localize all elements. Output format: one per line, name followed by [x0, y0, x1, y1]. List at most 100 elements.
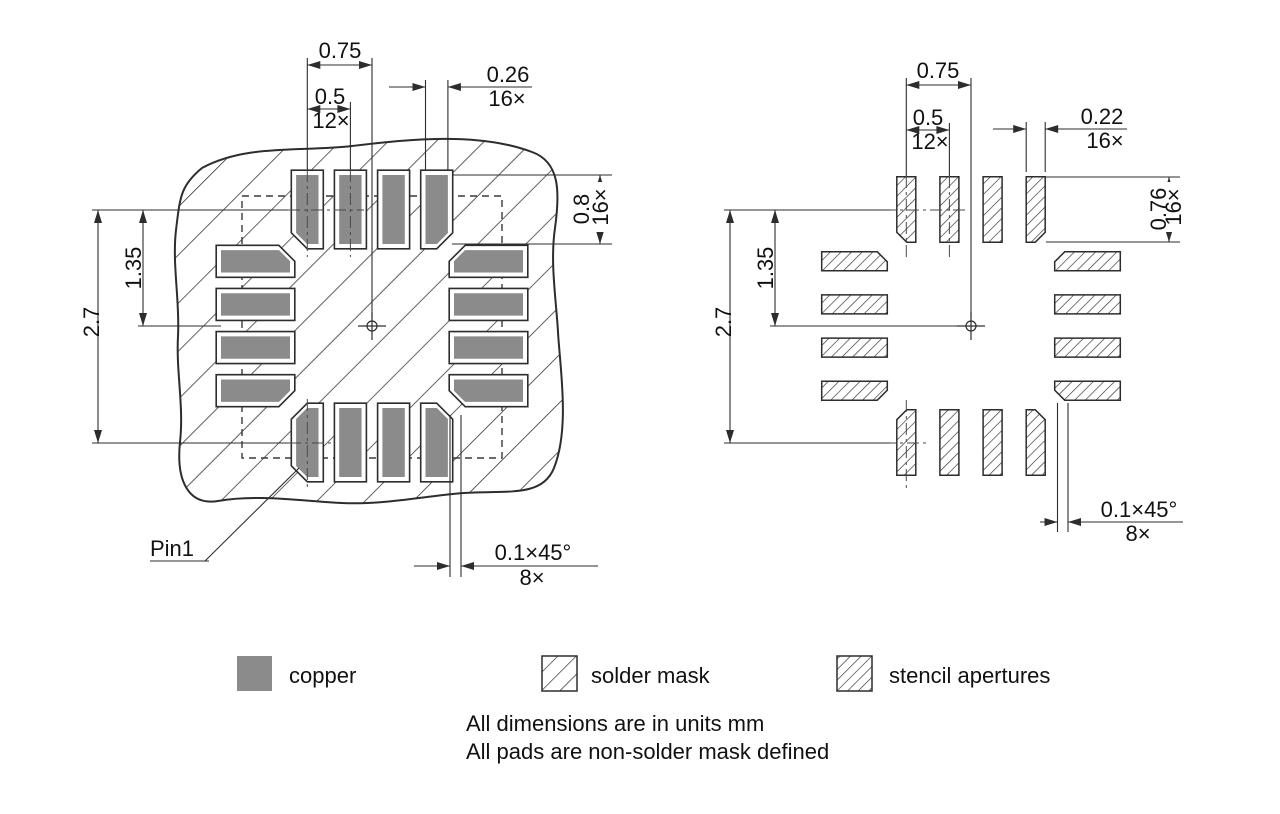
arrow: [94, 430, 102, 443]
stencil-aperture-pad: [820, 294, 889, 315]
arrow: [906, 126, 920, 134]
copper-pad: [425, 408, 448, 477]
dim-label: 0.5: [913, 105, 944, 130]
dim-label: 16×: [1161, 188, 1186, 225]
stencil-aperture-pad: [982, 175, 1003, 244]
dim-label: 8×: [1125, 521, 1150, 546]
legend: copper solder mask stencil apertures: [237, 655, 1050, 692]
stencil-aperture-pad: [1025, 175, 1046, 244]
arrow: [461, 562, 474, 570]
solder-mask-swatch: [541, 655, 578, 692]
right-figure-stencil-view: 0.75 0.5 12× 0.22 16× 0.76 16× 2.7 1.35 …: [711, 58, 1186, 546]
right-dimension-labels: 0.75 0.5 12× 0.22 16× 0.76 16× 2.7 1.35 …: [711, 58, 1186, 546]
stencil-aperture-pad: [1025, 408, 1046, 477]
arrow: [412, 83, 426, 91]
dim-label: 16×: [488, 86, 525, 111]
stencil-aperture-pad: [820, 380, 889, 401]
arrow: [447, 83, 461, 91]
dim-label: 0.1×45°: [495, 540, 572, 565]
stencil-aperture-pad: [939, 408, 960, 477]
arrow: [139, 313, 147, 326]
arrow: [958, 81, 971, 89]
copper-pad: [425, 175, 448, 244]
dim-label: 0.75: [917, 58, 960, 83]
arrow: [936, 126, 950, 134]
arrow: [307, 61, 321, 69]
arrow: [337, 105, 351, 113]
stencil-aperture-pad: [1053, 251, 1122, 272]
leader-line: [204, 467, 300, 562]
label-mask: [1162, 182, 1184, 232]
arrow: [94, 210, 102, 223]
stencil-swatch: [836, 655, 873, 692]
stencil-aperture-pad: [820, 251, 889, 272]
legend-label-solder-mask: solder mask: [591, 663, 711, 688]
right-dimension-arrows: [726, 81, 1173, 526]
note-units: All dimensions are in units mm: [466, 711, 764, 736]
arrow: [359, 61, 372, 69]
stencil-aperture-pad: [1053, 380, 1122, 401]
arrow: [307, 105, 321, 113]
copper-pad: [221, 379, 290, 402]
copper-pad: [454, 293, 523, 316]
copper-swatch: [237, 656, 272, 691]
dim-label: 16×: [588, 188, 613, 225]
arrow: [1068, 518, 1081, 526]
arrow: [1044, 518, 1058, 526]
stencil-aperture-pad: [1053, 337, 1122, 358]
copper-pad: [339, 408, 362, 477]
copper-pad: [382, 408, 405, 477]
copper-pad: [221, 250, 290, 273]
dim-label: 0.22: [1081, 104, 1124, 129]
legend-label-stencil: stencil apertures: [889, 663, 1050, 688]
dim-label: 8×: [519, 565, 544, 590]
arrow: [771, 313, 779, 326]
copper-pad: [382, 175, 405, 244]
copper-pad: [221, 293, 290, 316]
arrow: [139, 210, 147, 223]
dim-label: 2.7: [79, 307, 104, 338]
dim-label: 12×: [312, 108, 349, 133]
arrow: [437, 562, 450, 570]
left-dimension-lines: [92, 58, 612, 577]
pin1-label: Pin1: [150, 536, 194, 561]
legend-label-copper: copper: [289, 663, 356, 688]
arrow: [1045, 125, 1059, 133]
note-nsmd: All pads are non-solder mask defined: [466, 739, 829, 764]
left-centerlines: [288, 170, 364, 491]
dim-label: 1.35: [753, 247, 778, 290]
arrow: [596, 231, 604, 244]
dim-label: 1.35: [121, 247, 146, 290]
arrow: [906, 81, 920, 89]
dim-label: 0.8: [569, 194, 594, 225]
board-outline: [173, 137, 564, 505]
arrow: [1013, 125, 1027, 133]
left-dimension-labels: 0.75 0.5 12× 0.26 16× 0.8 16× 2.7 1.35 0…: [79, 38, 613, 590]
dim-label: 12×: [911, 129, 948, 154]
copper-pad: [221, 336, 290, 359]
notes: All dimensions are in units mm All pads …: [466, 711, 829, 764]
right-pads: [820, 175, 1122, 477]
left-figure-copper-view: 0.75 0.5 12× 0.26 16× 0.8 16× 2.7 1.35 0…: [79, 38, 613, 590]
copper-pad: [454, 250, 523, 273]
stencil-aperture-pad: [820, 337, 889, 358]
dim-label: 2.7: [711, 307, 736, 338]
dim-label: 0.1×45°: [1101, 497, 1178, 522]
dim-label: 0.5: [315, 84, 346, 109]
stencil-aperture-pad: [982, 408, 1003, 477]
copper-pad: [454, 379, 523, 402]
dim-label: 0.26: [487, 62, 530, 87]
arrow: [771, 210, 779, 223]
stencil-aperture-pad: [1053, 294, 1122, 315]
arrow: [1165, 229, 1173, 242]
dim-label: 0.76: [1146, 188, 1171, 231]
arrow: [726, 210, 734, 223]
right-centerlines: [884, 176, 966, 492]
dim-label: 16×: [1086, 128, 1123, 153]
label-mask: [589, 182, 611, 232]
arrow: [726, 430, 734, 443]
dim-label: 0.75: [319, 38, 362, 63]
copper-pad: [454, 336, 523, 359]
